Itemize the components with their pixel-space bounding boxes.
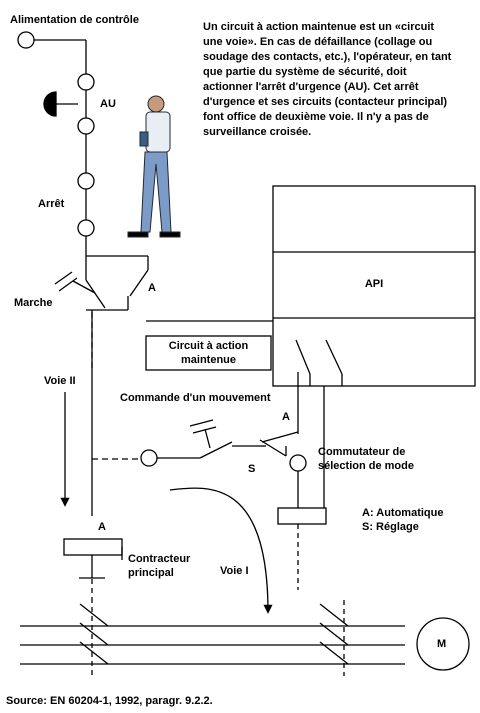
main-contactor-label: Contracteur principal: [128, 553, 191, 579]
plc-label: API: [364, 278, 384, 290]
emergency-stop-button: [43, 91, 78, 117]
supply-terminal: [17, 31, 35, 49]
legend-setting: S: Réglage: [362, 521, 419, 533]
maintained-circuit-label: Circuit à action maintenue: [168, 340, 249, 366]
au-terminal-top: [77, 73, 95, 91]
legend-automatic: A: Automatique: [362, 507, 444, 519]
stop-label: Arrêt: [38, 198, 65, 210]
coil-a-label: A: [98, 521, 106, 533]
path2-label: Voie II: [44, 375, 76, 387]
maintained-circuit-box: [145, 335, 272, 371]
motion-cmd-button: [189, 419, 217, 449]
s-contact-label: S: [248, 463, 256, 475]
motion-cmd-terminal: [140, 449, 158, 467]
start-button-symbol: [54, 271, 96, 294]
stop-terminal-top: [77, 172, 95, 190]
contact-a-top-label: A: [148, 282, 156, 294]
start-label: Marche: [14, 297, 53, 309]
stop-terminal-bottom: [77, 219, 95, 237]
motion-cmd-label: Commande d'un mouvement: [120, 392, 271, 404]
description-text: Un circuit à action maintenue est un «ci…: [203, 21, 452, 138]
motor-circle: [416, 617, 470, 671]
mode-switch-terminal: [289, 454, 307, 472]
path1-arrow: [169, 487, 273, 614]
au-terminal-bottom: [77, 117, 95, 135]
operator-figure: [127, 95, 181, 238]
mode-switch-label: Commutateur de sélection de mode: [318, 446, 414, 472]
path1-label: Voie I: [220, 565, 249, 577]
plc-box: [272, 185, 476, 387]
contact-a-mid-label: A: [282, 411, 290, 423]
motor-label: M: [437, 638, 447, 650]
supply-label: Alimentation de contrôle: [10, 14, 139, 26]
main-contactor-coil: [63, 538, 123, 556]
source-caption: Source: EN 60204-1, 1992, paragr. 9.2.2.: [6, 695, 213, 707]
mode-switch-coil: [277, 507, 327, 525]
au-label: AU: [100, 98, 116, 110]
